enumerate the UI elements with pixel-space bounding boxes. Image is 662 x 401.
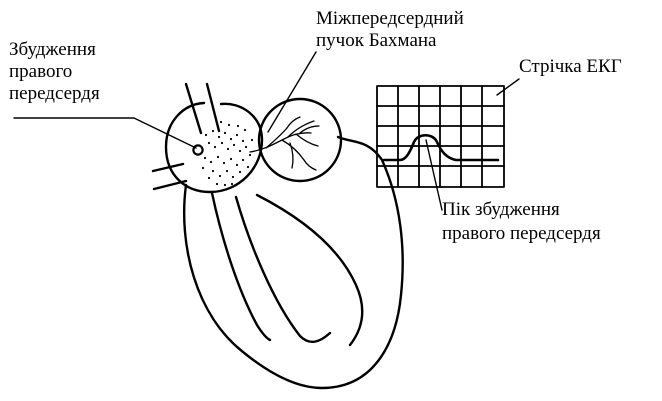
label-line: Міжпередсердний: [316, 8, 464, 30]
right-ventricle-inner-wall: [257, 195, 362, 345]
label-right-atrium-excitation: Збудження правого передсердя: [9, 39, 100, 105]
label-line: Пік збудження: [442, 198, 601, 222]
ecg-p-wave: [384, 135, 498, 160]
left-atrium: [259, 99, 341, 181]
label-bachmann-bundle: Міжпередсердний пучок Бахмана: [316, 8, 464, 52]
right-atrium: [166, 103, 262, 192]
label-ecg-strip: Стрічка ЕКГ: [519, 56, 622, 78]
leader-ecg: [497, 79, 519, 95]
heart-outline: [184, 137, 403, 388]
superior-vena-cava: [186, 84, 219, 133]
label-right-atrium-peak: Пік збудження правого передсердя: [442, 198, 601, 246]
ecg-strip-grid: [377, 86, 504, 187]
inferior-vessel: [153, 164, 186, 189]
label-line: Збудження: [9, 39, 100, 61]
label-line: правого передсердя: [442, 222, 601, 246]
septum-inner-wall: [236, 197, 330, 342]
label-line: правого: [9, 61, 100, 83]
label-line: пучок Бахмана: [316, 30, 464, 52]
label-line: передсердя: [9, 83, 100, 105]
leader-bachmann: [268, 52, 316, 132]
